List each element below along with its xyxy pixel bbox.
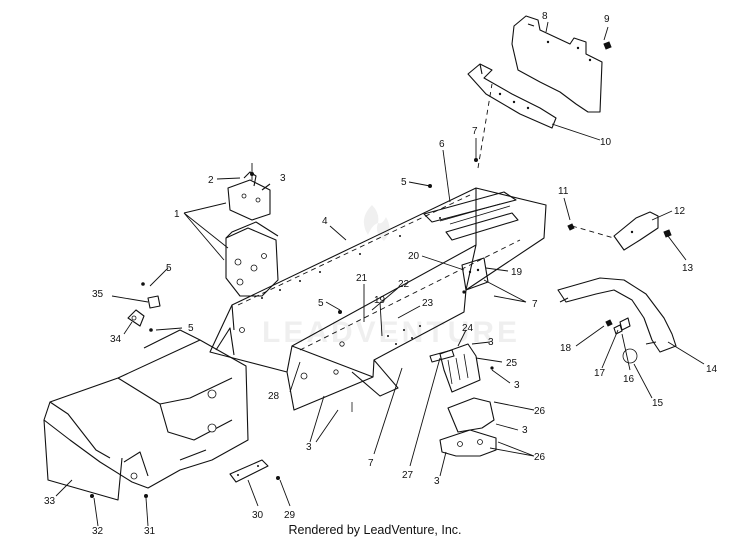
callout-5: 5 (401, 177, 407, 188)
callout-33: 33 (44, 496, 56, 507)
callout-23: 23 (422, 298, 434, 309)
callout-labels: 1 2 3 4 5 6 7 8 9 10 11 12 13 14 15 16 1… (44, 11, 718, 537)
main-frame (209, 187, 547, 412)
callout-3-lower-right: 3 (434, 476, 440, 487)
plate-27 (429, 349, 455, 363)
callout-6: 6 (439, 139, 445, 150)
callout-7-lower: 7 (368, 458, 374, 469)
callout-26: 26 (534, 406, 546, 417)
callout-24: 24 (462, 323, 474, 334)
callout-15: 15 (652, 398, 664, 409)
callout-11: 11 (558, 186, 569, 197)
callout-31: 31 (144, 526, 156, 537)
callout-19-mid: 19 (374, 295, 386, 306)
callout-28: 28 (268, 391, 280, 402)
callout-27: 27 (402, 470, 414, 481)
callout-7-right: 7 (532, 299, 538, 310)
callout-5-left-lower: 5 (188, 323, 194, 334)
bracket-lower (225, 221, 279, 297)
callout-22: 22 (398, 279, 410, 290)
callout-3: 3 (280, 173, 286, 184)
callout-21: 21 (356, 273, 368, 284)
callout-32: 32 (92, 526, 104, 537)
callout-2: 2 (208, 175, 214, 186)
callout-1: 1 (174, 209, 180, 220)
callout-25: 25 (506, 358, 518, 369)
callout-17: 17 (594, 368, 606, 379)
callout-20: 20 (408, 251, 420, 262)
watermark: LEADVENTURE (262, 205, 520, 349)
callout-3-lower-left: 3 (306, 442, 312, 453)
seat-plate (511, 15, 603, 113)
callout-5-left: 5 (166, 263, 172, 274)
bracket-26 (439, 397, 497, 457)
callout-9: 9 (604, 14, 610, 25)
handle-bar (557, 277, 677, 353)
callout-30: 30 (252, 510, 264, 521)
callout-8: 8 (542, 11, 548, 22)
svg-text:LEADVENTURE: LEADVENTURE (262, 316, 520, 349)
bracket-25 (439, 343, 481, 393)
callout-4: 4 (322, 216, 328, 227)
footrest-assembly (43, 329, 249, 501)
callout-5-mid: 5 (318, 298, 324, 309)
callout-16: 16 (623, 374, 635, 385)
callout-13: 13 (682, 263, 694, 274)
seat-bracket (467, 63, 557, 129)
callout-35: 35 (92, 289, 104, 300)
strap-30 (229, 459, 269, 483)
callout-12: 12 (674, 206, 686, 217)
callout-7: 7 (472, 126, 478, 137)
callout-10: 10 (600, 137, 612, 148)
callout-19: 19 (511, 267, 523, 278)
callout-34: 34 (110, 334, 122, 345)
callout-14: 14 (706, 364, 718, 375)
bracket-upper (227, 171, 271, 221)
callout-3-right-c: 3 (522, 425, 528, 436)
callout-26-lower: 26 (534, 452, 546, 463)
fasteners (90, 41, 672, 498)
side-plate-12 (613, 211, 659, 251)
callout-labels-repeated: 5 5 5 19 7 7 3 3 3 3 3 26 (166, 263, 546, 487)
callout-29: 29 (284, 510, 296, 521)
callout-3-right-b: 3 (514, 380, 520, 391)
footer-credit: Rendered by LeadVenture, Inc. (288, 523, 462, 537)
callout-18: 18 (560, 343, 572, 354)
callout-3-right-a: 3 (488, 337, 494, 348)
leader-lines (55, 21, 705, 527)
